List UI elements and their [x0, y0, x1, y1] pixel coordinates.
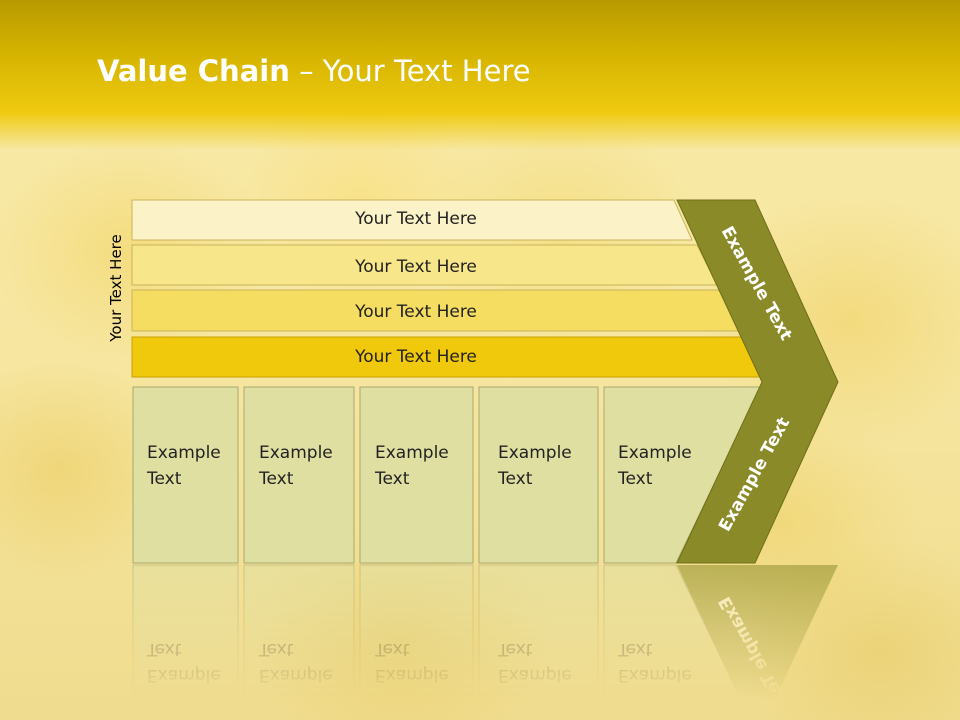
reflection-column-4-line2: Text	[497, 639, 533, 659]
reflection-column-3-line1: Example	[375, 665, 449, 685]
reflection-column-1-line2: Text	[146, 639, 182, 659]
column-1-line2: Text	[146, 469, 182, 489]
reflection-column-2-line2: Text	[258, 639, 294, 659]
reflection-column-1-line1: Example	[147, 665, 221, 685]
column-3-line1: Example	[375, 443, 449, 463]
reflection-column-2-line1: Example	[259, 665, 333, 685]
column-3: Example Text	[359, 386, 474, 564]
column-5-box	[603, 386, 762, 564]
column-5-line2: Text	[617, 469, 653, 489]
row-1-bar	[131, 199, 693, 241]
title-rest: – Your Text Here	[289, 54, 531, 88]
column-1-line1: Example	[147, 443, 221, 463]
chevron-shape	[676, 199, 839, 564]
column-2-line2: Text	[258, 469, 294, 489]
column-2: Example Text	[243, 386, 355, 564]
row-1: Your Text Here	[131, 199, 693, 241]
column-4: Example Text	[478, 386, 599, 564]
column-2-box	[243, 386, 355, 564]
title-banner	[0, 0, 960, 150]
reflection-column-5-line2: Text	[617, 639, 653, 659]
row-3: Your Text Here	[131, 289, 740, 332]
column-3-box	[359, 386, 474, 564]
slide-title: Value Chain – Your Text Here	[97, 54, 531, 88]
column-1: Example Text	[132, 386, 239, 564]
column-3-line2: Text	[374, 469, 410, 489]
title-bold: Value Chain	[97, 54, 290, 88]
row-4-label: Your Text Here	[354, 347, 477, 367]
column-4-box	[478, 386, 599, 564]
row-2: Your Text Here	[131, 244, 718, 286]
reflection-column-5-line1: Example	[618, 665, 692, 685]
diagram-reflection: Example Text Example Text Example Text E…	[132, 564, 838, 720]
column-4-line2: Text	[497, 469, 533, 489]
row-2-label: Your Text Here	[354, 257, 477, 277]
row-1-label: Your Text Here	[354, 209, 477, 229]
row-3-label: Your Text Here	[354, 302, 477, 322]
column-5: Example Text	[603, 386, 762, 564]
side-label: Your Text Here	[107, 234, 125, 342]
row-4: Your Text Here	[131, 336, 764, 378]
column-1-box	[132, 386, 239, 564]
reflection-column-3-line2: Text	[374, 639, 410, 659]
column-5-line1: Example	[618, 443, 692, 463]
column-2-line1: Example	[259, 443, 333, 463]
reflection-column-4-line1: Example	[498, 665, 572, 685]
column-4-line1: Example	[498, 443, 572, 463]
